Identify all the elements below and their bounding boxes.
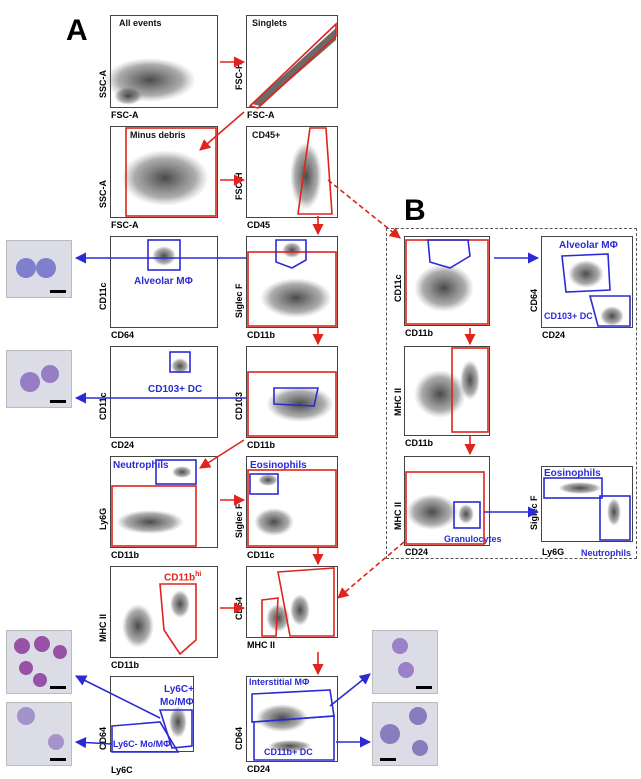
x-label-alveolar: CD64: [111, 330, 135, 340]
y-label-all-events: SSC-A: [98, 69, 108, 98]
x-label-b1r: CD24: [542, 330, 566, 340]
cells: [14, 258, 428, 756]
plot-b1: [404, 236, 490, 326]
x-label-b2: CD11b: [405, 438, 434, 448]
x-label-cd45: CD45: [247, 220, 271, 230]
y-label-b1r: CD64: [529, 288, 539, 312]
x-label-neutrophils: CD11b: [111, 550, 140, 560]
micrograph-cd103-dc: [6, 350, 72, 408]
x-label-singlets: FSC-A: [247, 110, 275, 120]
x-label-interstitial: CD24: [247, 764, 271, 774]
x-label-ly6c: Ly6C: [111, 765, 133, 775]
gate-label-cd11b-dc: CD11b+ DC: [264, 747, 313, 757]
x-label-eosinophils: CD11c: [247, 550, 275, 560]
gate-label-alveolar: Alveolar MΦ: [134, 276, 193, 287]
y-label-cd103-dc: CD11c: [98, 392, 108, 420]
x-label-b3: CD24: [405, 547, 429, 557]
gate-label-b-alveolar: Alveolar MΦ: [559, 240, 618, 251]
y-label-alveolar: CD11c: [98, 282, 108, 310]
plot-title-eosinophils: Eosinophils: [250, 460, 307, 471]
plot-cd103-dc: [110, 346, 218, 438]
gate-label-ly6c-plus: Ly6C+: [164, 684, 194, 695]
micrograph-alveolar-macrophage: [6, 240, 72, 298]
y-label-singlets: FSC-H: [234, 62, 244, 91]
x-label-mhc-cd11b: CD11b: [111, 660, 140, 670]
gate-label-b-eosinophils: Eosinophils: [544, 468, 601, 479]
y-label-neutrophils: Ly6G: [98, 507, 108, 530]
gate-label-cd11b-text: CD11b: [164, 572, 196, 584]
gate-label-interstitial: Interstitial MΦ: [249, 677, 310, 687]
x-label-minus-debris: FSC-A: [111, 220, 139, 230]
y-label-cd103-cd11b: CD103: [234, 391, 244, 420]
panel-label-b: B: [404, 194, 426, 227]
y-label-interstitial: CD64: [234, 726, 244, 750]
y-label-mhc-cd11b: MHC II: [98, 614, 108, 642]
gate-label-b-cd103: CD103+ DC: [544, 311, 593, 321]
gate-label-cd11bhi: CD11bhi: [164, 571, 201, 583]
y-label-cd64-mhc: CD64: [234, 596, 244, 620]
plot-cd64-mhc: [246, 566, 338, 638]
y-label-b1: CD11c: [393, 274, 403, 302]
y-label-eosinophils: Siglec F: [234, 503, 244, 538]
micrograph-interstitial: [372, 630, 438, 694]
y-label-b3: MHC II: [393, 502, 403, 530]
x-label-siglecf: CD11b: [247, 330, 276, 340]
plot-title-neutrophils: Neutrophils: [113, 460, 169, 471]
plot-title-singlets: Singlets: [252, 18, 288, 28]
x-label-cd64-mhc: MHC II: [247, 640, 275, 650]
y-label-b2: MHC II: [393, 388, 403, 416]
y-label-b3r: Siglec F: [529, 495, 539, 530]
micrograph-cd11b-dc: [372, 702, 438, 766]
x-label-cd103-cd11b: CD11b: [247, 440, 276, 450]
gate-label-mo-mph: Mo/MΦ: [160, 697, 194, 708]
y-label-minus-debris: SSC-A: [98, 179, 108, 208]
plot-title-minus-debris: Minus debris: [130, 130, 186, 140]
gate-label-cd103-dc: CD103+ DC: [148, 384, 203, 395]
gate-label-ly6c-minus: Ly6C- Mo/MΦ: [113, 739, 171, 749]
plot-all-events: [110, 15, 218, 108]
plot-b3: [404, 456, 490, 546]
y-label-cd45: FSC-H: [234, 172, 244, 201]
micrograph-ly6c-plus: [6, 630, 72, 694]
plot-singlets: [246, 15, 338, 108]
plot-cd103-cd11b: [246, 346, 338, 438]
plot-title-cd45: CD45+: [252, 130, 281, 140]
x-label-b3r: Ly6G: [542, 547, 565, 557]
x-label-all-events: FSC-A: [111, 110, 139, 120]
plot-b2: [404, 346, 490, 436]
gate-label-hi-sup: hi: [195, 571, 202, 578]
plot-siglecf-cd11b: [246, 236, 338, 328]
gate-label-b-neutrophils: Neutrophils: [581, 548, 632, 558]
y-label-siglecf: Siglec F: [234, 283, 244, 318]
x-label-cd103-dc: CD24: [111, 440, 135, 450]
x-label-b1: CD11b: [405, 328, 434, 338]
micrograph-ly6c-minus: [6, 702, 72, 766]
gate-label-granulocytes: Granulocytes: [444, 534, 502, 544]
y-label-ly6c: CD64: [98, 726, 108, 750]
plot-title-all-events: All events: [119, 18, 162, 28]
panel-label-a: A: [66, 14, 88, 47]
panel-b-frame: [386, 228, 637, 559]
